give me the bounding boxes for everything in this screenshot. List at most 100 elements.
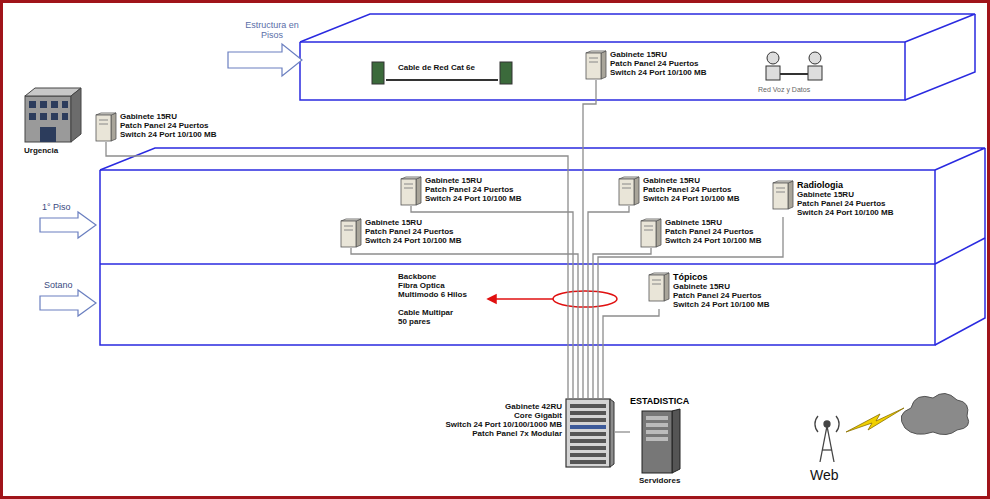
rack-unit (570, 432, 606, 436)
node-text: Switch 24 Port 10/100/1000 MB (446, 420, 563, 429)
node-text: Switch 24 Port 10/100 MB (797, 208, 893, 217)
drawing-rect (25, 96, 71, 142)
rack-unit (570, 404, 606, 408)
drawing-polygon (488, 295, 496, 303)
text-column: Gabinete 15RUPatch Panel 24 PuertosSwitc… (665, 218, 761, 245)
cable-connector (603, 309, 659, 398)
cable-connector (351, 248, 578, 398)
cabinet-front (649, 275, 664, 301)
rack-unit (570, 411, 606, 415)
node-text: Patch Panel 24 Puertos (673, 291, 769, 300)
node-text: Gabinete 15RU (425, 176, 521, 185)
cabinet-slot (99, 120, 108, 121)
label-text: Fibra Optica (398, 281, 445, 290)
floor-arrows (40, 44, 302, 316)
drawing-rect (40, 113, 47, 120)
node-text: Gabinete 15RU (120, 112, 216, 121)
cabinet-slot (652, 280, 661, 281)
node-text: Patch Panel 24 Puertos (665, 227, 761, 236)
rack-unit (570, 453, 606, 457)
node-text: Gabinete 15RU (673, 282, 769, 291)
text-column: Gabinete 42RUCore GigabitSwitch 24 Port … (446, 398, 563, 438)
server-bay (646, 416, 668, 420)
server-icon (638, 408, 682, 474)
drawing-rect (766, 66, 780, 80)
node-text: Gabinete 42RU (505, 402, 562, 411)
node-text: Switch 24 Port 10/100 MB (365, 236, 461, 245)
floor-outlines (100, 14, 985, 345)
text-column: Gabinete 15RUPatch Panel 24 PuertosSwitc… (120, 112, 216, 139)
cabinet-icon (618, 176, 640, 206)
drawing-rect (51, 101, 58, 108)
drawing-rect (62, 113, 68, 120)
cabinet-slot (622, 184, 631, 185)
drawing-circle (767, 52, 779, 64)
cabinet-node: Gabinete 15RUPatch Panel 24 PuertosSwitc… (95, 112, 216, 142)
cable-connector (615, 431, 630, 432)
drawing-g (29, 101, 68, 142)
cable-connector (598, 217, 783, 398)
cabinet-node: Gabinete 15RUPatch Panel 24 PuertosSwitc… (585, 50, 706, 80)
node-text: Switch 24 Port 10/100 MB (610, 68, 706, 77)
node-text: Gabinete 15RU (643, 176, 739, 185)
cabinet-slot (589, 58, 598, 59)
cabinet-node: TópicosGabinete 15RUPatch Panel 24 Puert… (648, 272, 769, 309)
rack-icon (565, 398, 615, 468)
server-node: ESTADISTICAServidores (630, 396, 689, 485)
drawing-rect (29, 101, 36, 108)
drawing-polygon (40, 290, 96, 316)
cabinet-slot (652, 284, 661, 285)
cabinet-slot (589, 62, 598, 63)
drawing-line (780, 73, 808, 75)
drawing-line (827, 426, 834, 462)
cabinet-icon (340, 218, 362, 248)
cabinet-side (601, 51, 606, 79)
rack-unit (570, 460, 606, 464)
label-text: Web (810, 468, 839, 483)
label-text: Multimodo 6 Hilos (398, 290, 467, 299)
drawing-polyline (300, 14, 975, 42)
node-text: Switch 24 Port 10/100 MB (643, 194, 739, 203)
drawing-polyline (100, 170, 935, 345)
drawing-line (494, 298, 553, 300)
rack-unit (570, 418, 606, 422)
cabinet-front (773, 183, 788, 209)
cabinet-slot (644, 230, 653, 231)
drawing-rect (40, 127, 56, 142)
drawing-line (100, 263, 935, 265)
node-heading: Radiologia (797, 180, 893, 190)
drawing-polyline (100, 148, 985, 170)
cabinet-node: Gabinete 15RUPatch Panel 24 PuertosSwitc… (340, 218, 461, 248)
cloud-icon (901, 393, 968, 434)
node-text: Switch 24 Port 10/100 MB (120, 130, 216, 139)
cabinet-icon (772, 180, 794, 210)
rack-side (610, 399, 614, 467)
label-text: Estructura en Pisos (236, 20, 308, 40)
cabinet-slot (776, 192, 785, 193)
drawing-path (815, 416, 818, 432)
node-heading: Tópicos (673, 272, 769, 282)
drawing-line (820, 426, 827, 462)
cabinet-front (96, 115, 111, 141)
node-text: Patch Panel 24 Puertos (797, 199, 893, 208)
server-bay (646, 423, 668, 427)
node-text: Patch Panel 24 Puertos (610, 59, 706, 68)
server-side (672, 409, 680, 473)
text-column: RadiologiaGabinete 15RUPatch Panel 24 Pu… (797, 180, 893, 217)
drawing-line (386, 79, 498, 81)
text-column: TópicosGabinete 15RUPatch Panel 24 Puert… (673, 272, 769, 309)
node-text: Gabinete 15RU (665, 218, 761, 227)
cabinet-slot (99, 124, 108, 125)
rack-unit (570, 446, 606, 450)
cabinet-node: Gabinete 15RUPatch Panel 24 PuertosSwitc… (640, 218, 761, 248)
drawing-path (901, 393, 968, 434)
rack-unit (570, 439, 606, 443)
cabinet-slot (622, 188, 631, 189)
node-text: Switch 24 Port 10/100 MB (673, 300, 769, 309)
cable-connector (588, 206, 629, 398)
text-column: Gabinete 15RUPatch Panel 24 PuertosSwitc… (610, 50, 706, 77)
web-antenna (815, 416, 839, 462)
cabinet-icon (95, 112, 117, 142)
node-text: Switch 24 Port 10/100 MB (665, 236, 761, 245)
node-text: Patch Panel 24 Puertos (643, 185, 739, 194)
